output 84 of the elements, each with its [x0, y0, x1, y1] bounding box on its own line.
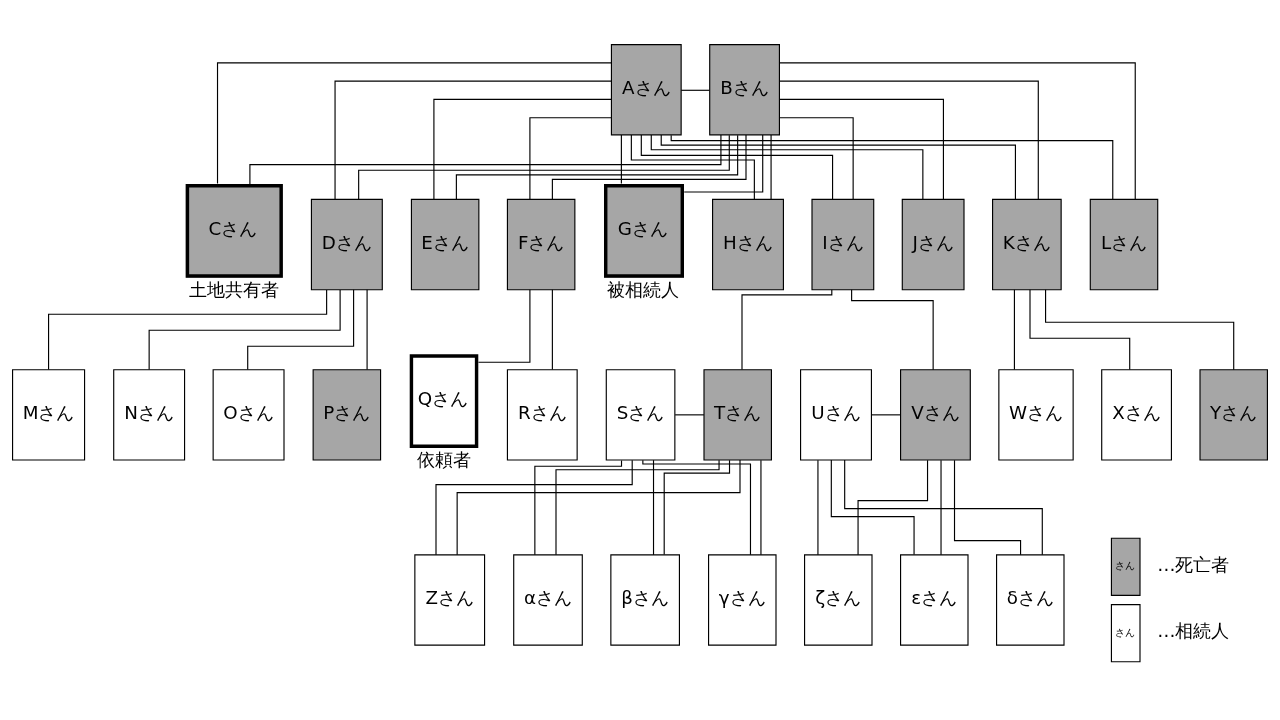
node-box: Jさん — [901, 198, 965, 291]
label: さん — [1114, 559, 1135, 572]
node-box: Uさん — [800, 369, 872, 461]
connector — [778, 117, 854, 200]
node-box: Eさん — [410, 198, 480, 291]
connector — [663, 459, 731, 556]
connector — [1045, 289, 1235, 371]
legend-label: …相続人 — [1157, 620, 1230, 642]
node-box: Xさん — [1101, 369, 1172, 461]
connector — [148, 289, 341, 371]
node-label: 被相続人 — [607, 278, 680, 300]
connector — [857, 459, 929, 556]
node-box: Aさん — [610, 44, 682, 136]
node-box: Nさん — [113, 369, 186, 461]
node-box: Pさん — [312, 369, 382, 461]
connector — [660, 134, 1016, 200]
connector — [551, 289, 553, 371]
connector — [630, 134, 755, 200]
node-box: Hさん — [712, 198, 784, 291]
connector — [555, 459, 720, 556]
connector — [770, 134, 772, 200]
connector — [529, 117, 612, 200]
connector — [620, 134, 622, 185]
node-box: Zさん — [414, 554, 486, 646]
connector — [670, 134, 1114, 200]
node-box: Rさん — [506, 369, 578, 461]
connector — [779, 80, 1039, 200]
connector — [534, 459, 623, 556]
node-box: Wさん — [998, 369, 1074, 461]
node-box: Kさん — [992, 198, 1062, 291]
connector — [551, 134, 747, 200]
connector — [366, 289, 368, 371]
connector — [1029, 289, 1131, 370]
connector — [830, 459, 915, 555]
connector — [435, 459, 633, 556]
legend-label: …死亡者 — [1157, 554, 1230, 576]
connector — [741, 289, 833, 371]
connector — [674, 414, 705, 416]
node-box: Iさん — [811, 198, 875, 291]
node-box: Sさん — [605, 369, 676, 461]
connector — [779, 62, 1136, 200]
connector — [358, 134, 730, 200]
node-box: Dさん — [310, 198, 383, 291]
connector — [455, 134, 739, 200]
connector — [844, 459, 1043, 556]
node-box: βさん — [610, 554, 680, 646]
node-box: γさん — [708, 554, 777, 646]
connector — [683, 134, 764, 193]
node-box: δさん — [996, 554, 1065, 646]
connector — [640, 134, 834, 200]
label: さん — [1114, 625, 1135, 638]
node-box: Vさん — [900, 369, 971, 461]
node-box: εさん — [900, 554, 969, 646]
node-box: Yさん — [1199, 369, 1268, 461]
connector — [477, 289, 531, 363]
connector — [456, 459, 741, 556]
connector — [953, 459, 1022, 556]
connector — [247, 289, 355, 371]
connector — [940, 459, 942, 556]
connector — [48, 289, 328, 371]
connector — [652, 459, 655, 556]
connector — [760, 459, 762, 556]
connector — [642, 459, 752, 556]
node-box: Bさん — [709, 44, 780, 136]
connector — [851, 289, 934, 371]
connector — [817, 459, 819, 556]
node-box: αさん — [513, 554, 583, 646]
connector — [779, 98, 944, 200]
node-box: Tさん — [703, 369, 772, 461]
node-box: Fさん — [506, 198, 576, 291]
node-box: Mさん — [12, 369, 86, 461]
connector — [871, 414, 901, 416]
connector — [433, 98, 612, 200]
connector — [216, 62, 612, 185]
connector — [680, 89, 710, 91]
node-box: Oさん — [212, 369, 285, 461]
node-label: 依頼者 — [416, 449, 471, 471]
connector — [249, 134, 722, 185]
connector — [1013, 289, 1015, 371]
node-box: ζさん — [804, 554, 873, 646]
node-label: 土地共有者 — [189, 278, 280, 300]
node-box: Lさん — [1089, 198, 1159, 291]
connector — [334, 80, 612, 200]
connector — [650, 134, 924, 200]
